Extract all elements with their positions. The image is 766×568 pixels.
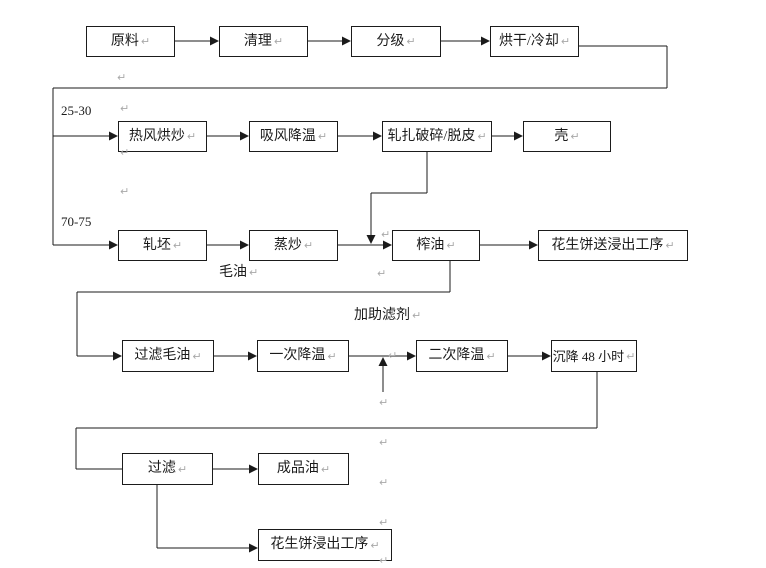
node-filtering: 过滤↵ — [122, 453, 213, 485]
crude-oil-text: 毛油 — [219, 265, 247, 280]
return-mark: ↵ — [327, 349, 337, 363]
node-grading: 分级↵ — [351, 26, 441, 57]
paragraph-mark: ↵ — [388, 349, 398, 362]
node-oil-pressing: 榨油↵ — [392, 230, 480, 261]
paragraph-mark: ↵ — [379, 476, 389, 489]
node-filter-crude-oil: 过滤毛油↵ — [122, 340, 214, 372]
paragraph-mark: ↵ — [381, 228, 391, 241]
arrowhead-right — [240, 240, 249, 250]
paragraph-mark: ↵ — [120, 185, 130, 198]
return-mark: ↵ — [186, 130, 197, 143]
node-cake-extraction: 花生饼浸出工序↵ — [258, 529, 392, 561]
node-second-cooling: 二次降温↵ — [416, 340, 508, 372]
node-crushing-dehulling: 轧扎破碎/脱皮↵ — [382, 121, 492, 152]
paragraph-mark: ↵ — [120, 102, 130, 115]
return-mark: ↵ — [140, 35, 151, 48]
arrowhead-right — [481, 36, 490, 46]
node-label: 一次降温 — [269, 348, 326, 363]
arrowhead-right — [383, 240, 392, 250]
arrowhead-right — [542, 351, 551, 361]
return-mark: ↵ — [446, 239, 456, 252]
arrowhead-right — [249, 464, 258, 474]
node-label: 壳 — [554, 128, 569, 144]
return-mark: ↵ — [665, 239, 675, 252]
arrowhead-down — [366, 235, 376, 244]
node-label: 榨油 — [416, 237, 445, 253]
return-mark: ↵ — [320, 462, 331, 476]
node-cake-to-extraction: 花生饼送浸出工序↵ — [538, 230, 688, 261]
arrowhead-right — [113, 351, 122, 361]
node-label: 花生饼送浸出工序 — [551, 237, 664, 253]
paragraph-mark: ↵ — [117, 71, 127, 84]
node-raw-material: 原料↵ — [86, 26, 175, 57]
return-mark: ↵ — [317, 130, 328, 143]
arrowhead-right — [240, 131, 249, 141]
node-steaming-frying: 蒸炒↵ — [249, 230, 338, 261]
node-label: 沉降 48 小时 — [552, 348, 625, 364]
node-drying-cooling: 烘干/冷却↵ — [490, 26, 579, 57]
node-label: 过滤毛油 — [134, 348, 191, 363]
crude-oil-label: 毛油↵ — [219, 266, 258, 280]
node-label: 吸风降温 — [259, 128, 316, 144]
node-label: 原料 — [110, 33, 139, 49]
return-mark: ↵ — [406, 35, 416, 48]
arrowhead-right — [210, 36, 219, 46]
paragraph-mark: ↵ — [377, 267, 387, 280]
node-finished-oil: 成品油↵ — [258, 453, 349, 485]
node-hot-air-roasting: 热风烘炒↵ — [118, 121, 207, 152]
node-label: 成品油 — [276, 461, 319, 476]
arrowhead-right — [248, 351, 257, 361]
arrowhead-right — [109, 131, 118, 141]
node-cleaning: 清理↵ — [219, 26, 308, 57]
return-mark: ↵ — [486, 349, 496, 363]
arrowhead-up — [378, 357, 388, 366]
arrowhead-right — [373, 131, 382, 141]
node-label: 清理 — [243, 33, 272, 49]
paragraph-mark: ↵ — [379, 436, 389, 449]
temperature-label-25-30: 25-30 — [61, 103, 92, 118]
return-mark: ↵ — [172, 239, 183, 252]
filter-aid-label: 加助滤剂↵ — [354, 309, 421, 323]
arrowhead-right — [342, 36, 351, 46]
paragraph-mark: ↵ — [120, 146, 130, 159]
node-settling-48h: 沉降 48 小时↵ — [551, 340, 637, 372]
return-mark: ↵ — [570, 130, 580, 143]
paragraph-mark: ↵ — [379, 554, 389, 567]
return-mark: ↵ — [177, 462, 188, 476]
return-mark: ↵ — [249, 266, 259, 279]
node-label: 花生饼浸出工序 — [270, 537, 369, 552]
return-mark: ↵ — [412, 309, 422, 322]
node-label: 热风烘炒 — [128, 128, 185, 144]
paragraph-mark: ↵ — [379, 516, 389, 529]
temperature-label-70-75: 70-75 — [61, 214, 92, 229]
arrowhead-right — [514, 131, 523, 141]
arrowhead-right — [109, 240, 118, 250]
arrowhead-right — [249, 543, 258, 553]
node-label: 分级 — [376, 33, 405, 49]
node-first-cooling: 一次降温↵ — [257, 340, 349, 372]
return-mark: ↵ — [192, 349, 202, 363]
return-mark: ↵ — [626, 349, 636, 363]
node-label: 蒸炒 — [273, 237, 302, 253]
return-mark: ↵ — [560, 35, 571, 48]
node-label: 二次降温 — [428, 348, 485, 363]
node-label: 轧扎破碎/脱皮 — [387, 128, 476, 144]
arrowhead-right — [407, 351, 416, 361]
return-mark: ↵ — [303, 239, 314, 252]
node-label: 轧坯 — [142, 237, 171, 253]
node-label: 烘干/冷却 — [498, 33, 559, 49]
arrowhead-right — [529, 240, 538, 250]
return-mark: ↵ — [370, 538, 380, 552]
return-mark: ↵ — [273, 35, 284, 48]
node-hull: 壳↵ — [523, 121, 611, 152]
node-suction-cooling: 吸风降温↵ — [249, 121, 338, 152]
node-flaking: 轧坯↵ — [118, 230, 207, 261]
node-label: 过滤 — [147, 461, 176, 476]
return-mark: ↵ — [477, 130, 487, 143]
paragraph-mark: ↵ — [379, 396, 389, 409]
filter-aid-text: 加助滤剂 — [354, 308, 410, 323]
